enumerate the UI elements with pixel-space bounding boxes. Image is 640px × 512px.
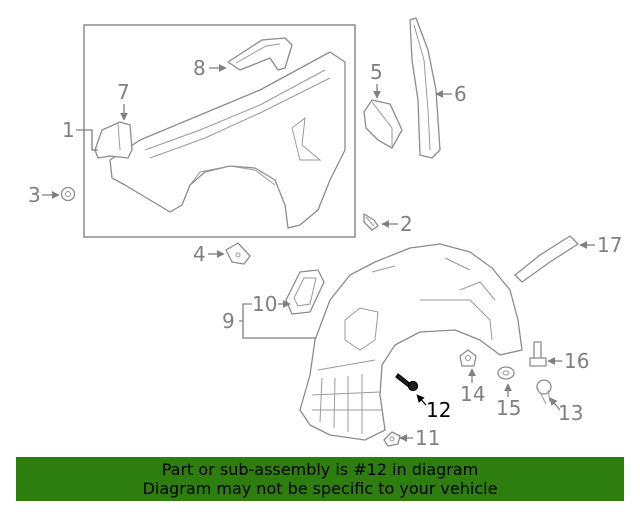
callout-10: 10 [252,292,277,316]
callout-15: 15 [496,396,521,420]
callout-14: 14 [460,382,485,406]
callout-8: 8 [193,56,206,80]
callout-4: 4 [193,242,206,266]
fender-reinforcement [227,37,293,71]
callout-labels: 1 2 3 4 5 6 7 8 9 10 11 12 13 14 15 16 1… [28,56,622,450]
clip-11 [383,431,401,447]
callout-17: 17 [597,233,622,257]
bracket-4 [225,242,251,265]
screw-12 [395,373,419,392]
parts-diagram: 1 2 3 4 5 6 7 8 9 10 11 12 13 14 15 16 1… [28,17,622,450]
banner-line-1: Part or sub-assembly is #12 in diagram [161,460,479,479]
callout-16: 16 [564,349,589,373]
diagram-notice-banner: Part or sub-assembly is #12 in diagram D… [16,457,624,501]
callout-7: 7 [117,80,130,104]
callout-12: 12 [426,398,451,422]
callout-13: 13 [558,401,583,425]
seal-5 [363,99,403,149]
fender-assembly-group [83,24,356,238]
callout-2: 2 [400,212,413,236]
molding-17 [514,235,579,283]
wheel-liner [299,243,523,441]
callout-11: 11 [415,426,440,450]
clip-3 [60,186,76,202]
fender-panel [109,51,346,229]
banner-line-2: Diagram may not be specific to your vehi… [142,479,498,498]
bolt-2 [363,213,379,231]
strip-6 [409,17,441,159]
clip-13 [536,379,552,405]
nut-15 [497,366,515,380]
callout-9: 9 [222,309,235,333]
fender-bracket [94,121,133,159]
callout-1: 1 [62,118,75,142]
plate-10 [285,269,325,315]
callout-6: 6 [454,82,467,106]
nut-14 [459,349,477,367]
callout-3: 3 [28,183,41,207]
bolt-16 [529,341,547,367]
callout-5: 5 [370,60,383,84]
leader-lines [42,64,595,442]
